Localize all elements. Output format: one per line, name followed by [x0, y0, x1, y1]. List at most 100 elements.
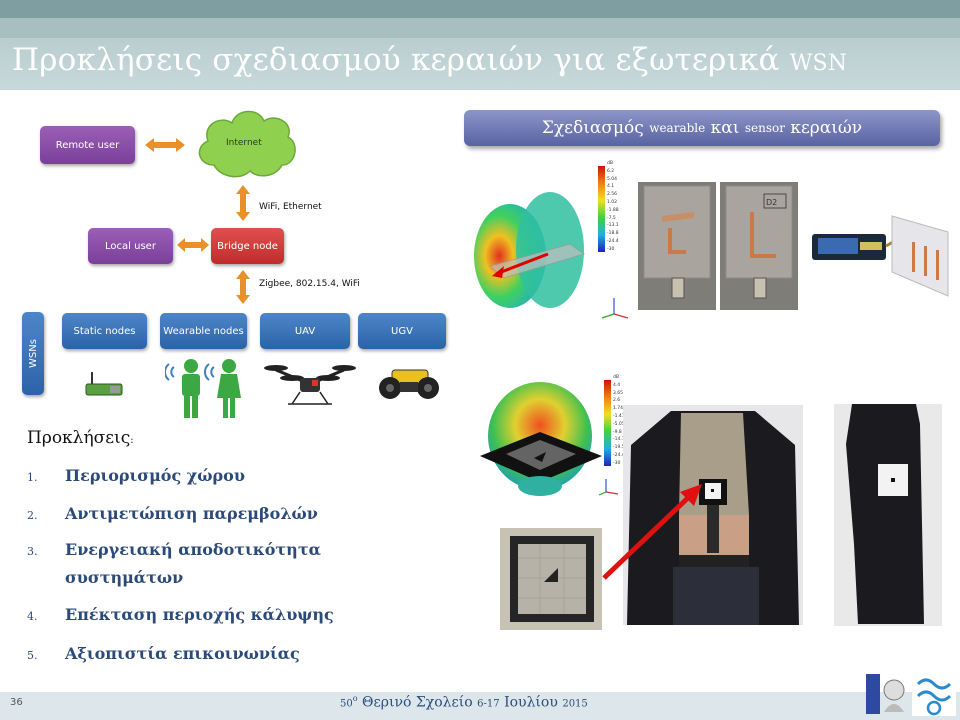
header-word-d: sensor	[744, 121, 785, 135]
local-user-label: Local user	[105, 240, 156, 252]
footer-dates: 6-17	[477, 698, 500, 710]
vertical-double-arrow-icon	[236, 185, 250, 221]
colorbar-tick-label: -9.8	[613, 429, 622, 435]
footer-number: 50	[340, 698, 353, 710]
vertical-double-arrow-icon	[236, 270, 250, 304]
item-text: Ενεργειακή αποδοτικότητα	[65, 540, 321, 559]
wearable-person-side-photo	[834, 404, 942, 626]
header-word-b: wearable	[649, 121, 706, 135]
challenge-item-5: 5. Αξιοπιστία επικοινωνίας	[27, 644, 300, 663]
colorbar-tick-label: -30	[607, 246, 615, 252]
colorbar-tick-label: 1.74	[613, 406, 624, 412]
header-top-band	[0, 0, 960, 18]
antenna-photo-2: D2	[720, 182, 798, 310]
colorbar-tick-label: -13.1	[607, 223, 619, 229]
zigbee-label: Zigbee, 802.15.4, WiFi	[259, 279, 360, 289]
colorbar-tick-label: -18.8	[607, 231, 619, 237]
header-word-a: Σχεδιασμός	[541, 118, 644, 138]
colorbar-tick-label: 6.2	[607, 168, 615, 174]
static-nodes-box: Static nodes	[62, 313, 147, 349]
item-text: Περιορισμός χώρου	[65, 466, 245, 485]
cloud-icon	[198, 110, 296, 178]
colorbar-tick-label: 3.65	[613, 390, 624, 396]
school-logo-icon	[912, 674, 956, 716]
double-arrow-icon	[177, 238, 209, 252]
local-user-box: Local user	[88, 228, 173, 264]
footer-bar	[0, 692, 960, 720]
footer-school: Θερινό Σχολείο	[362, 694, 473, 711]
wsns-label: WSNs	[27, 339, 39, 368]
sensor-device-icon	[85, 372, 123, 396]
colorbar-tick-label: -19.5	[613, 445, 625, 451]
challenges-heading-text: Προκλήσεις	[27, 428, 131, 448]
slide-title: Προκλήσεις σχεδιασμού κεραιών για εξωτερ…	[12, 38, 847, 82]
item-number: 5.	[27, 649, 38, 662]
colorbar-tick-label: dB	[613, 375, 619, 380]
challenges-heading: Προκλήσεις:	[27, 428, 134, 448]
axes-triad-icon	[598, 479, 619, 496]
item-text: Αντιμετώπιση παρεμβολών	[65, 504, 318, 523]
people-icon	[165, 359, 241, 418]
colorbar-tick-label: -24.4	[613, 452, 625, 458]
wearable-sensor-header: Σχεδιασμός wearable και sensor κεραιών	[464, 110, 940, 146]
axes-triad-icon	[601, 298, 629, 319]
ugv-label: UGV	[391, 325, 413, 337]
wifi-ethernet-label: WiFi, Ethernet	[259, 202, 322, 212]
static-nodes-label: Static nodes	[73, 325, 136, 337]
colorbar-tick-label: 1.02	[607, 199, 618, 205]
remote-user-label: Remote user	[55, 139, 120, 151]
bridge-node-label: Bridge node	[217, 240, 278, 252]
ugv-robot-icon	[379, 369, 439, 399]
colorbar-tick-label: -5.05	[613, 421, 625, 427]
slide-title-main: Προκλήσεις σχεδιασμού κεραιών για εξωτερ…	[12, 42, 780, 78]
footer-year: 2015	[562, 698, 588, 710]
colorbar-tick-label: -14.7	[613, 437, 625, 443]
wsns-box: WSNs	[22, 312, 44, 395]
challenge-item-2: 2. Αντιμετώπιση παρεμβολών	[27, 504, 318, 523]
colorbar-tick-label: 4.4	[613, 382, 621, 388]
colorbar-tick-label: -1.41	[613, 413, 625, 419]
colorbar-tick-label: dB	[607, 161, 613, 166]
colorbar-tick-label: 5.04	[607, 176, 618, 182]
colorbar-tick-label: -1.88	[607, 207, 619, 213]
colorbar-tick-label: 4.1	[607, 184, 615, 190]
footer-text: 50ο Θερινό Σχολείο 6-17 Ιουλίου 2015	[340, 694, 640, 711]
item-number: 3.	[27, 545, 38, 558]
item-number: 1.	[27, 471, 38, 484]
challenge-item-3-continuation: συστημάτων	[65, 568, 184, 587]
drone-icon	[264, 365, 356, 405]
colorbar-tick-label: 2.56	[607, 192, 618, 198]
wearable-nodes-label: Wearable nodes	[163, 325, 244, 337]
colorbar-tick-label: -24.4	[607, 238, 619, 244]
antenna-photo-1	[638, 182, 716, 310]
radiation-pattern-image	[474, 192, 586, 308]
header-word-c: και	[710, 118, 740, 138]
header-mid-band	[0, 18, 960, 38]
header-word-e: κεραιών	[790, 118, 863, 138]
item-text: Αξιοπιστία επικοινωνίας	[65, 644, 300, 663]
colorbar-tick-label: -7.5	[607, 215, 616, 221]
internet-label: Internet	[226, 138, 262, 148]
item-text: Επέκταση περιοχής κάλυψης	[65, 605, 334, 624]
colorbar-2: dB 4.4 3.65 2.6 1.74-1.41 -5.05 -9.8 -14.7 -19.5…	[604, 374, 634, 470]
ugv-box: UGV	[358, 313, 446, 349]
colorbar-tick-label: -30	[613, 460, 621, 466]
challenges-heading-colon: :	[130, 435, 134, 446]
challenge-item-3: 3. Ενεργειακή αποδοτικότητα	[27, 540, 321, 559]
radiation-pattern-2-image	[480, 382, 602, 496]
title-bar	[0, 38, 960, 90]
challenge-item-4: 4. Επέκταση περιοχής κάλυψης	[27, 605, 334, 624]
colorbar-tick-label: 2.6	[613, 398, 621, 404]
slide-number: 36	[10, 697, 23, 708]
item-number: 4.	[27, 610, 38, 623]
challenge-item-1: 1. Περιορισμός χώρου	[27, 466, 245, 485]
slide-title-abbr: WSN	[789, 51, 848, 76]
double-arrow-icon	[145, 138, 185, 152]
uav-label: UAV	[294, 325, 316, 337]
footer-superscript: ο	[352, 694, 358, 703]
item-number: 2.	[27, 509, 38, 522]
remote-user-box: Remote user	[40, 126, 135, 164]
sensor-board-photo	[812, 215, 949, 297]
textile-antenna-photo	[500, 528, 602, 630]
